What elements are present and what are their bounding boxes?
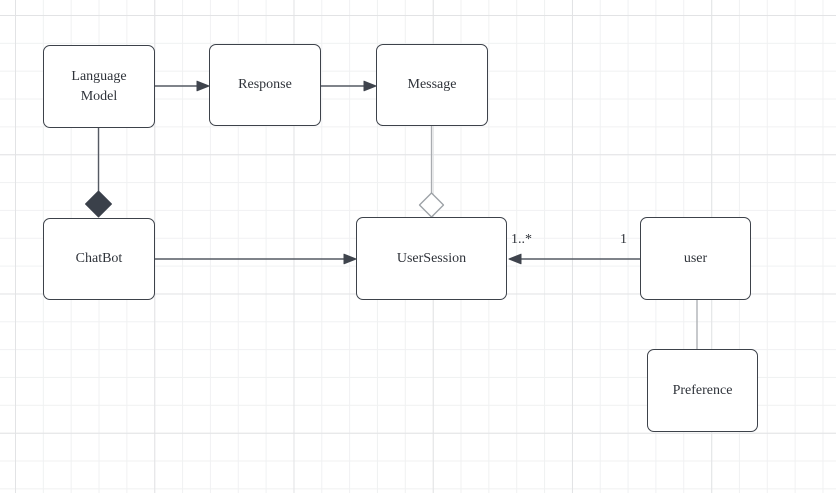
aggregation-diamond-icon — [418, 192, 445, 218]
node-label: Preference — [672, 382, 733, 398]
arrowhead-icon — [196, 80, 210, 92]
edge-label-multiplicity-target[interactable]: 1..* — [511, 232, 532, 247]
edge-chatbot-usersession[interactable] — [155, 253, 357, 265]
node-user[interactable]: user — [640, 217, 751, 300]
node-usersession[interactable]: UserSession — [356, 217, 507, 300]
edge-languagemodel-chatbot-composition[interactable] — [85, 128, 112, 218]
node-label: Message — [407, 77, 457, 93]
node-preference[interactable]: Preference — [647, 349, 758, 432]
edge-user-usersession[interactable] — [508, 253, 640, 265]
node-message[interactable]: Message — [376, 44, 488, 126]
arrowhead-icon — [508, 253, 522, 265]
node-chatbot[interactable]: ChatBot — [43, 218, 155, 300]
edge-message-usersession-aggregation[interactable] — [418, 126, 445, 218]
edge-languagemodel-response[interactable] — [155, 80, 210, 92]
node-label: UserSession — [396, 250, 467, 266]
node-label: Response — [238, 77, 292, 93]
node-language-model[interactable]: Language Model — [43, 45, 155, 128]
node-label: user — [683, 250, 708, 266]
arrowhead-icon — [363, 80, 377, 92]
node-label: ChatBot — [75, 251, 123, 267]
edge-response-message[interactable] — [321, 80, 377, 92]
composition-diamond-icon — [85, 190, 112, 218]
arrowhead-icon — [343, 253, 357, 265]
node-label: Language Model — [71, 68, 127, 104]
edge-label-multiplicity-source[interactable]: 1 — [620, 232, 627, 247]
node-response[interactable]: Response — [209, 44, 321, 126]
